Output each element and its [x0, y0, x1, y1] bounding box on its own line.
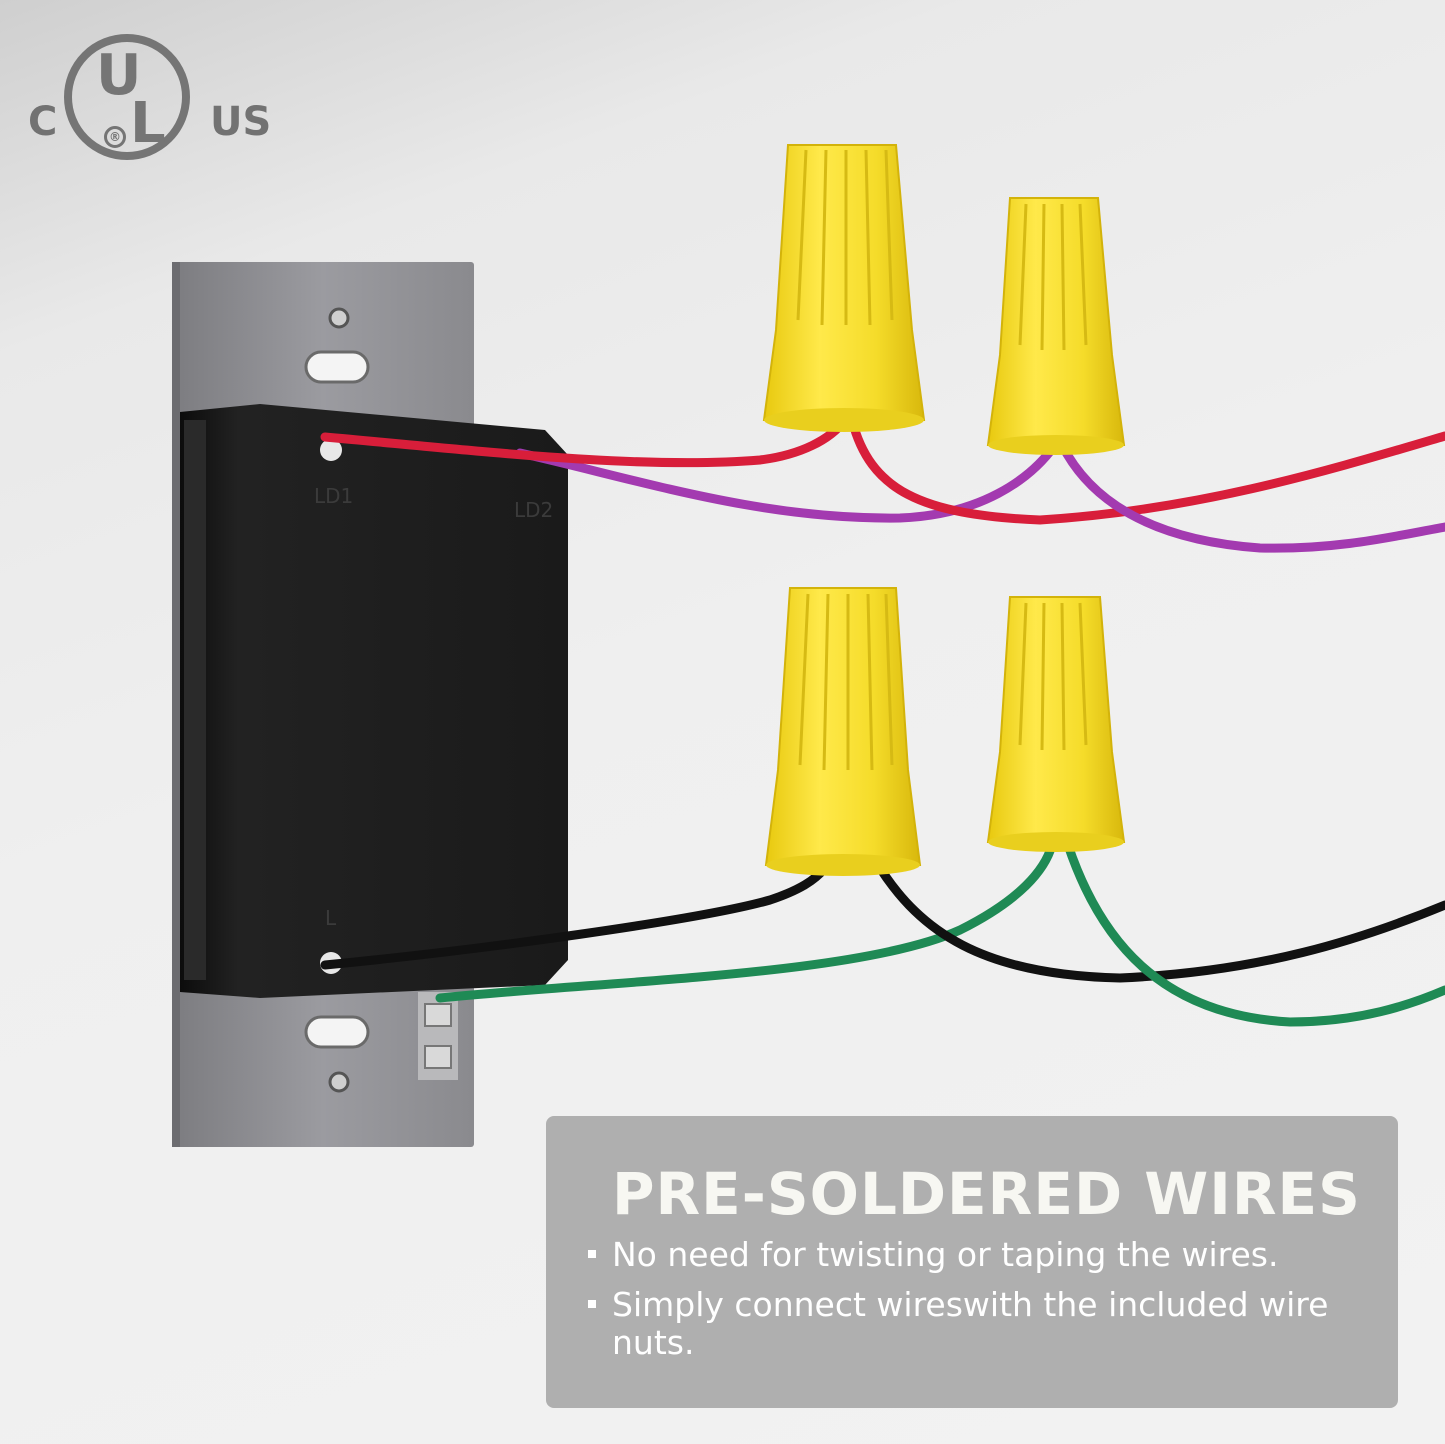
- bullet-icon: [588, 1300, 596, 1308]
- feature-point: Simply connect wireswith the included wi…: [584, 1286, 1374, 1362]
- black-wire-right: [875, 863, 1445, 983]
- wire-nut-top-right: [986, 197, 1126, 455]
- label-ld2: LD2: [514, 498, 553, 522]
- red-wire-left: [320, 415, 850, 468]
- ul-ring: [64, 34, 190, 160]
- feature-title: PRE-SOLDERED WIRES: [612, 1160, 1361, 1228]
- wire-nut-bottom-left: [764, 587, 922, 876]
- black-wire-left: [320, 863, 830, 970]
- feature-point-text: No need for twisting or taping the wires…: [612, 1235, 1279, 1274]
- wire-nut-bottom-right: [986, 596, 1126, 852]
- green-wire-left: [435, 840, 1057, 1003]
- feature-point: No need for twisting or taping the wires…: [584, 1236, 1374, 1274]
- feature-points: No need for twisting or taping the wires…: [584, 1236, 1374, 1374]
- ul-us-text: US: [210, 99, 272, 145]
- purple-wire-left: [515, 440, 1060, 523]
- green-wire-right: [1063, 840, 1445, 1027]
- bullet-icon: [588, 1250, 596, 1258]
- purple-wire-right: [1057, 440, 1445, 553]
- ul-listed-mark-icon: C U L ® US: [22, 30, 272, 180]
- label-l: L: [325, 906, 337, 930]
- bottom-wires: [320, 840, 1445, 1027]
- red-wire-right: [847, 415, 1445, 525]
- wire-nut-top-left: [762, 144, 926, 432]
- label-ld1: LD1: [314, 484, 353, 508]
- ul-u-text: U: [96, 43, 142, 108]
- top-wires: [320, 415, 1445, 553]
- registered-icon: ®: [104, 126, 126, 148]
- switch-body: LD1 LD2 L: [180, 404, 568, 998]
- feature-point-text: Simply connect wireswith the included wi…: [612, 1285, 1329, 1362]
- feature-panel: PRE-SOLDERED WIRES No need for twisting …: [546, 1116, 1398, 1408]
- ul-l-text: L: [130, 91, 166, 156]
- ul-c-text: C: [28, 99, 58, 145]
